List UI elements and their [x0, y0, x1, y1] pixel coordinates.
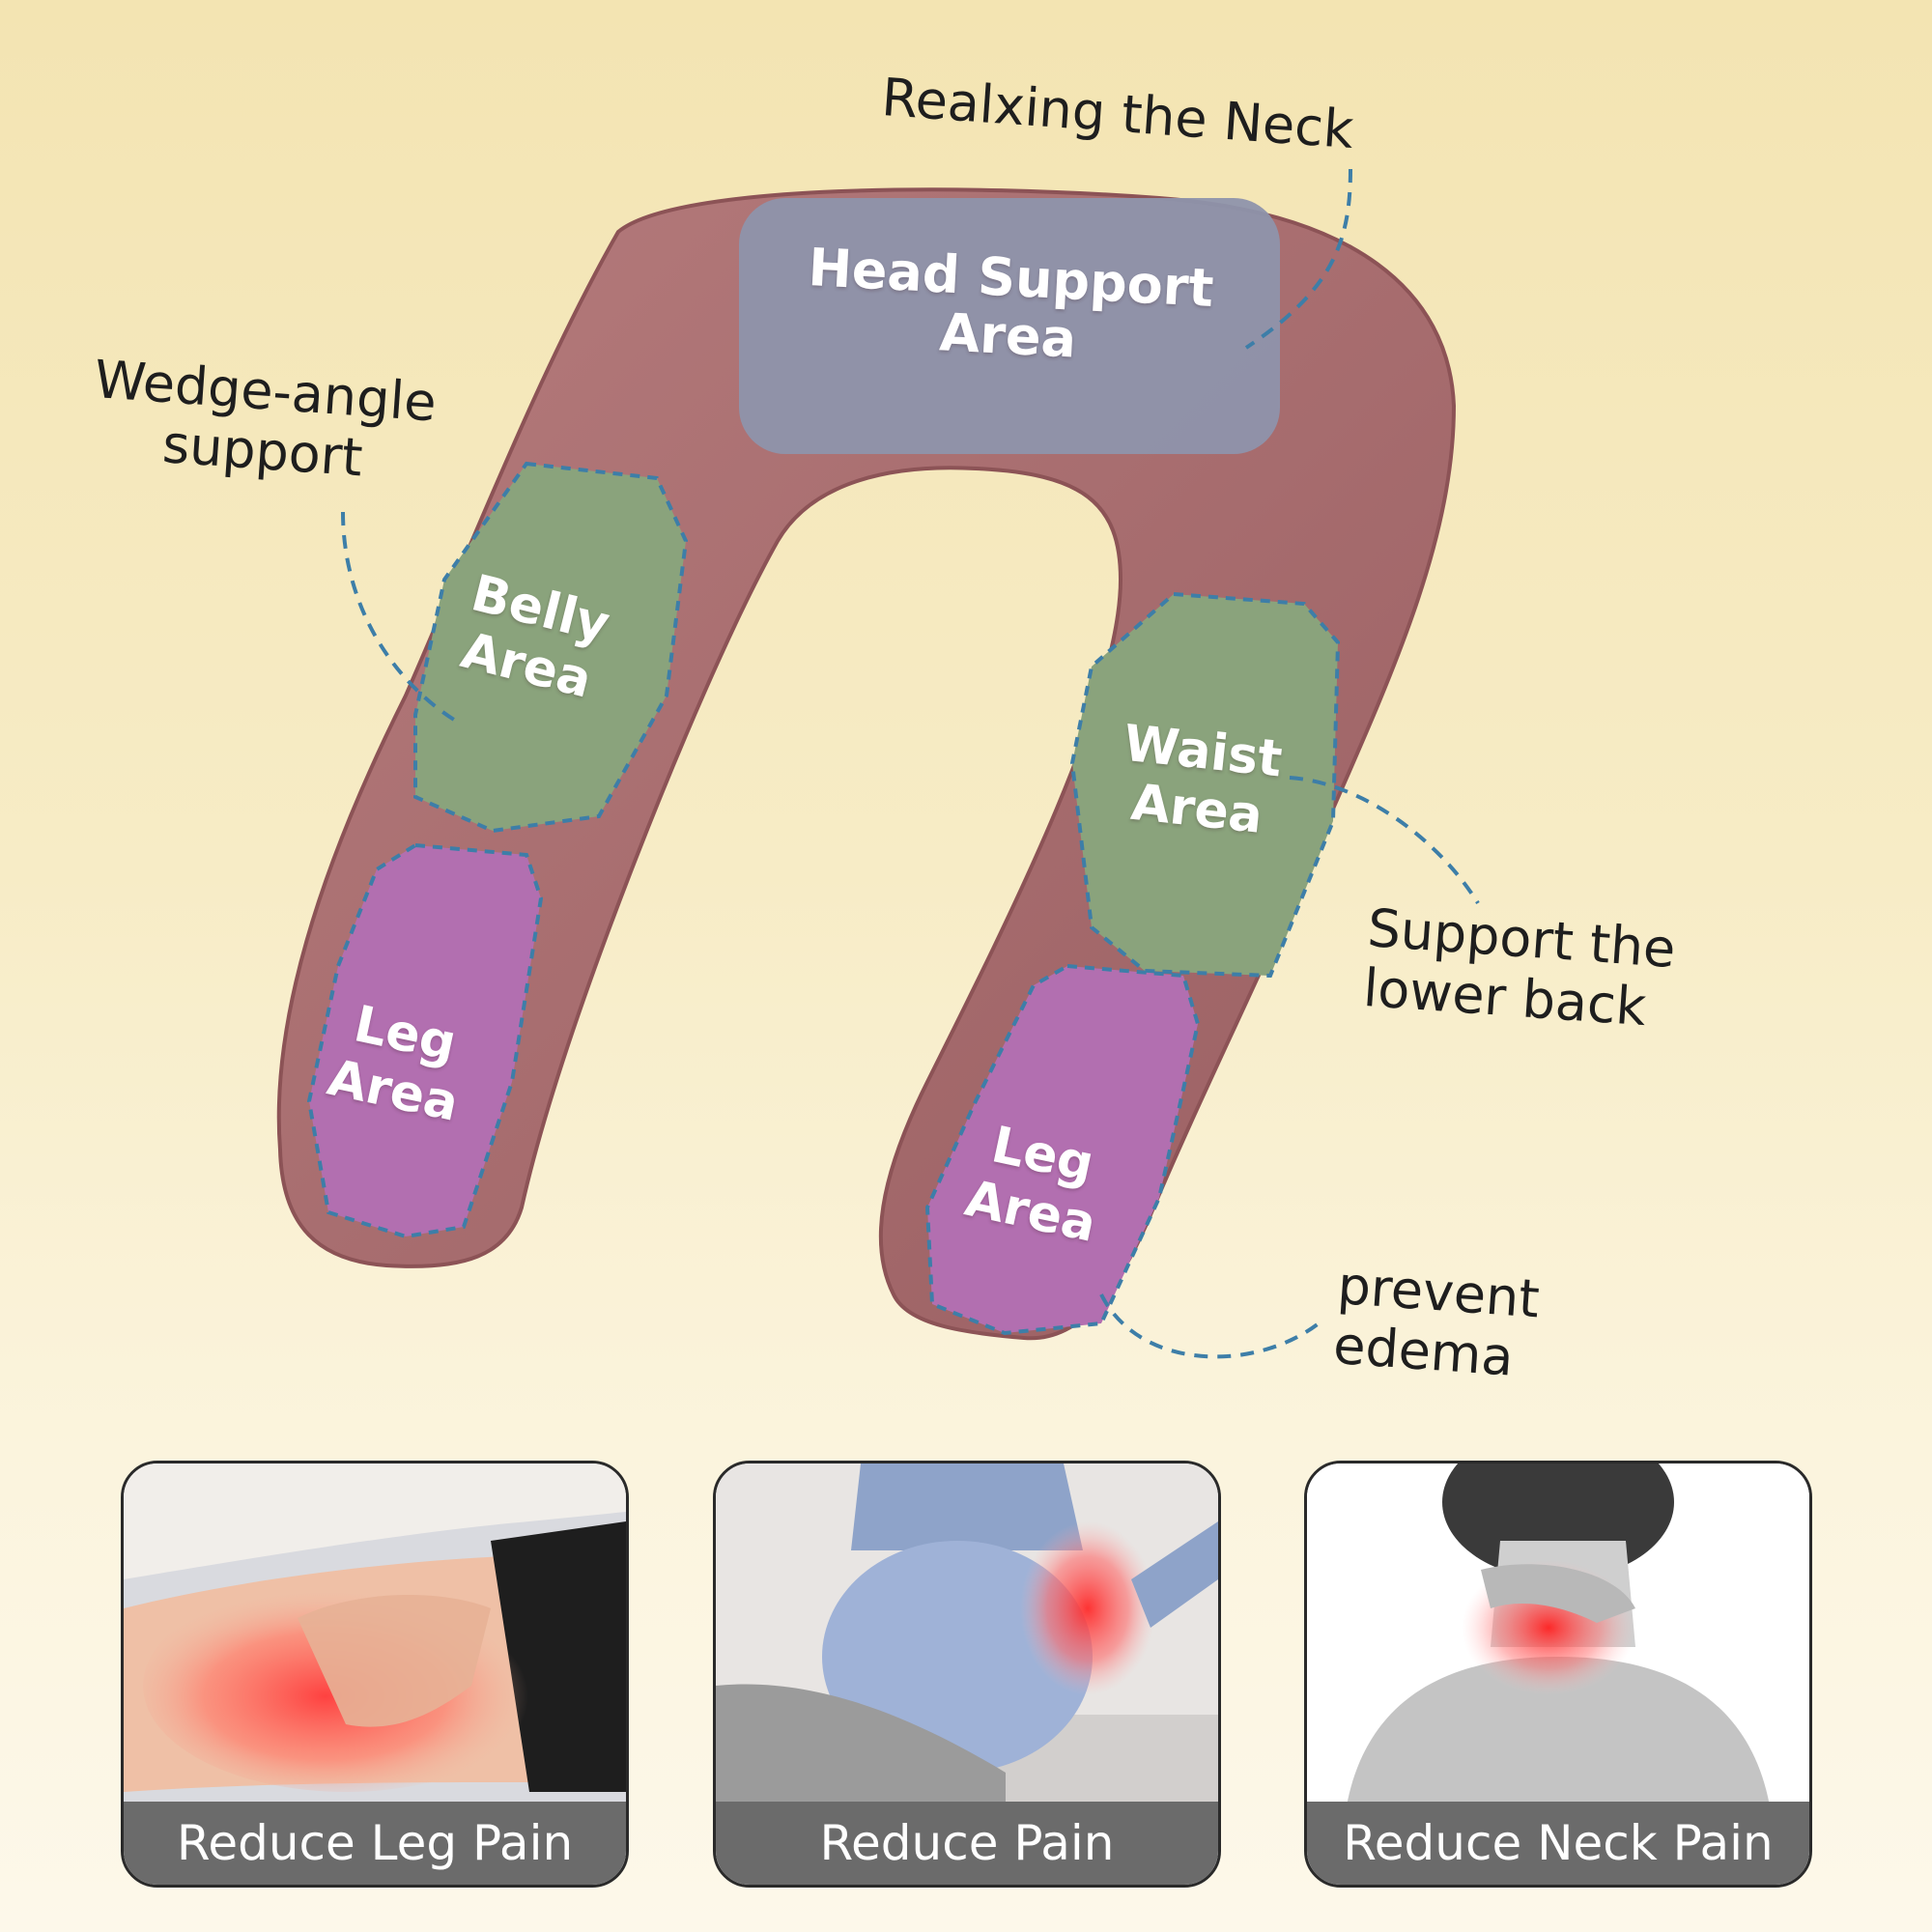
leg-right-zone — [924, 963, 1201, 1336]
leg-left-zone — [306, 842, 544, 1239]
belly-zone — [413, 461, 689, 834]
leg-pain-photo-icon — [124, 1463, 626, 1811]
callout-wedge: Wedge-angle support — [88, 349, 439, 493]
edema-connector — [1099, 1293, 1321, 1359]
benefit-card-leg: Reduce Leg Pain — [121, 1461, 629, 1888]
benefit-card-neck: Reduce Neck Pain — [1304, 1461, 1812, 1888]
head-zone-label: Head Support Area — [804, 237, 1215, 376]
waist-zone — [1069, 591, 1341, 979]
back-pain-photo-icon — [716, 1463, 1218, 1811]
waist-zone-label: Waist Area — [1115, 715, 1285, 847]
wedge-connector — [341, 511, 456, 722]
benefit-card-back: Reduce Pain — [713, 1461, 1221, 1888]
lower-back-connector — [1289, 776, 1480, 905]
callout-edema: prevent edema — [1331, 1255, 1541, 1389]
benefit-card-leg-caption: Reduce Leg Pain — [124, 1802, 626, 1885]
neck-pain-photo-icon — [1307, 1463, 1809, 1811]
callout-lower-back: Support the lower back — [1361, 897, 1677, 1039]
benefit-card-neck-caption: Reduce Neck Pain — [1307, 1802, 1809, 1885]
neck-connector — [1244, 168, 1352, 350]
benefit-card-back-caption: Reduce Pain — [716, 1802, 1218, 1885]
head-support-zone — [739, 198, 1280, 454]
